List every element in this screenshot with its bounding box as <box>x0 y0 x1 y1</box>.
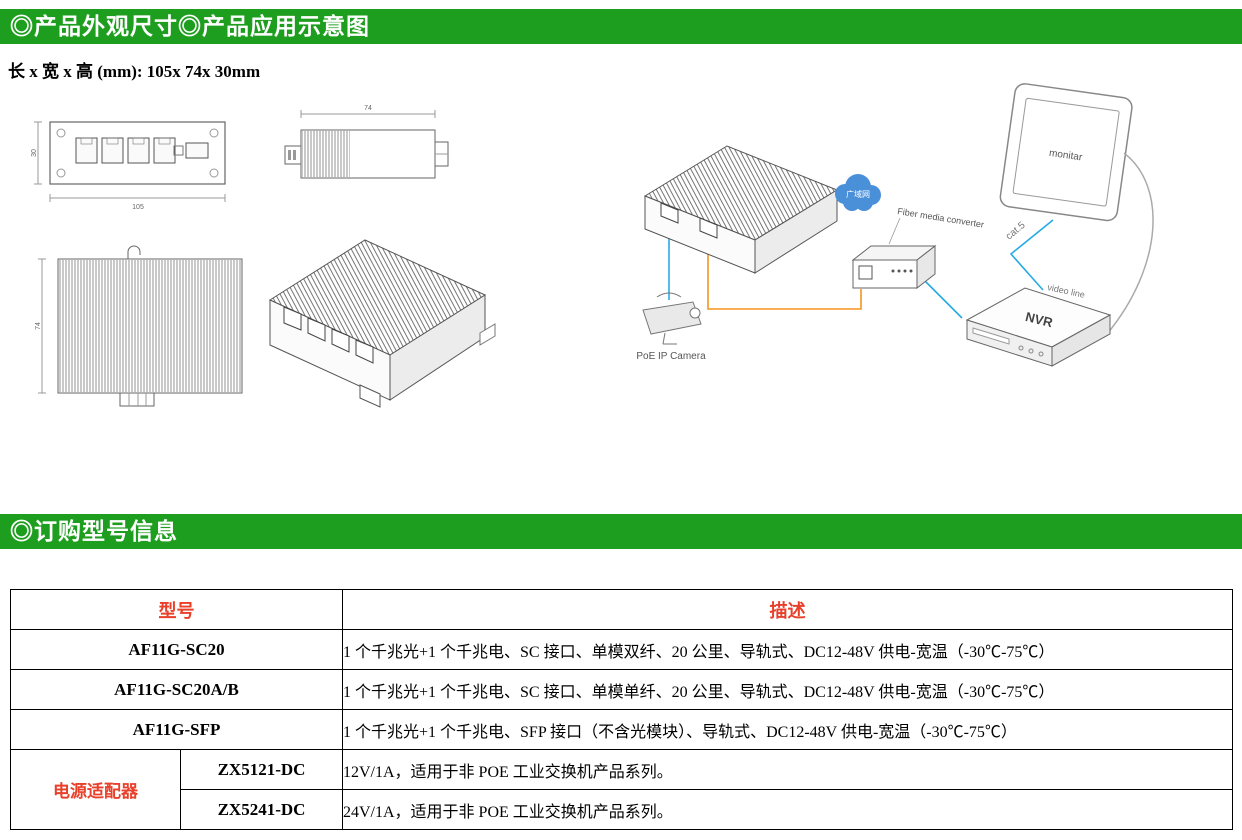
cat5-line <box>1009 219 1054 291</box>
section-title-appearance: ◎产品外观尺寸◎产品应用示意图 <box>0 9 1242 44</box>
converter-nvr-line <box>918 274 963 319</box>
front-view-drawing: 30 105 <box>31 121 226 211</box>
switch-port-2 <box>699 217 718 239</box>
heatsink-fins <box>302 131 350 177</box>
front-width-dim: 105 <box>132 204 144 211</box>
iso-din-clip <box>479 323 496 346</box>
top-view-drawing: 74 <box>35 245 243 407</box>
side-view-drawing: 74 <box>284 105 449 179</box>
screw-hole-icon <box>56 128 66 138</box>
table-row: AF11G-SC20 1 个千兆光+1 个千兆电、SC 接口、单模双纤、20 公… <box>10 629 1233 670</box>
screw-hole-icon <box>209 128 219 138</box>
monitor-arm-cable <box>1106 152 1154 335</box>
converter-port <box>858 265 873 280</box>
bottom-connector <box>119 392 155 407</box>
description-cell: 12V/1A，适用于非 POE 工业交换机产品系列。 <box>342 749 1233 790</box>
fiber-port <box>185 142 209 159</box>
dimensions-text: 长 x 宽 x 高 (mm): 105x 74x 30mm <box>8 62 261 81</box>
cloud-label: 广域网 <box>846 189 870 199</box>
front-height-dim: 30 <box>31 149 38 157</box>
poe-camera <box>642 292 702 345</box>
nvr-box: NVR <box>965 287 1112 367</box>
converter-leader-line <box>888 217 901 245</box>
table-row: AF11G-SC20A/B 1 个千兆光+1 个千兆电、SC 接口、单模单纤、2… <box>10 669 1233 710</box>
model-cell: AF11G-SFP <box>10 709 343 750</box>
screw-hole-icon <box>56 168 66 178</box>
top-height-dim: 74 <box>35 322 42 330</box>
monitor-label: monitar <box>1048 148 1083 164</box>
industrial-switch <box>643 145 839 274</box>
media-converter <box>851 244 937 290</box>
table-row: ZX5241-DC 24V/1A，适用于非 POE 工业交换机产品系列。 <box>11 789 1233 830</box>
fiber-line <box>707 231 862 310</box>
model-cell: AF11G-SC20 <box>10 629 343 670</box>
description-cell: 1 个千兆光+1 个千兆电、SC 接口、单模双纤、20 公里、导轨式、DC12-… <box>342 629 1233 670</box>
model-cell: ZX5241-DC <box>180 789 343 830</box>
order-table: 型号 描述 AF11G-SC20 1 个千兆光+1 个千兆电、SC 接口、单模双… <box>10 589 1233 830</box>
nvr-label: NVR <box>1024 309 1055 330</box>
description-cell: 24V/1A，适用于非 POE 工业交换机产品系列。 <box>342 789 1233 830</box>
power-terminal <box>173 145 184 156</box>
model-cell: AF11G-SC20A/B <box>10 669 343 710</box>
screw-hole-icon <box>209 168 219 178</box>
nvr-slot <box>972 327 1010 345</box>
isometric-view-drawing <box>268 239 496 408</box>
application-diagram: monitar 广域网 Fiber media converter <box>636 83 1154 367</box>
adapter-group-label: 电源适配器 <box>10 749 181 830</box>
wan-cloud-icon: 广域网 <box>835 174 881 211</box>
model-cell: ZX5121-DC <box>180 749 343 790</box>
heatsink-fins <box>59 260 241 392</box>
camera-lens <box>689 307 701 319</box>
col-header-model: 型号 <box>10 589 343 630</box>
mount-hook <box>127 245 141 259</box>
monitor: monitar <box>999 83 1133 222</box>
section-title-ordering: ◎订购型号信息 <box>0 514 1242 549</box>
cat5-label: cat.5 <box>1004 220 1028 243</box>
table-row: AF11G-SFP 1 个千兆光+1 个千兆电、SFP 接口（不含光模块）、导轨… <box>10 709 1233 750</box>
table-header-row: 型号 描述 <box>10 589 1233 630</box>
camera-label: PoE IP Camera <box>636 351 706 362</box>
switch-port-1 <box>660 202 679 224</box>
table-row: 电源适配器 ZX5121-DC 12V/1A，适用于非 POE 工业交换机产品系… <box>10 749 1233 830</box>
description-cell: 1 个千兆光+1 个千兆电、SFP 接口（不含光模块）、导轨式、DC12-48V… <box>342 709 1233 750</box>
rj45-ports <box>75 137 176 164</box>
col-header-description: 描述 <box>342 589 1233 630</box>
iso-rj45-ports <box>283 306 374 364</box>
side-width-dim: 74 <box>364 105 372 112</box>
description-cell: 1 个千兆光+1 个千兆电、SC 接口、单模单纤、20 公里、导轨式、DC12-… <box>342 669 1233 710</box>
iso-sc-connector <box>359 384 381 408</box>
converter-label: Fiber media converter <box>897 206 985 230</box>
